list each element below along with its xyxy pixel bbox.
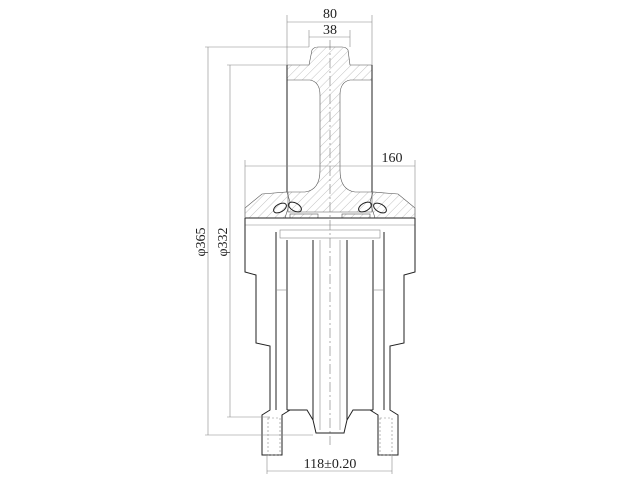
dim-outer-diameter: φ365 xyxy=(194,227,209,256)
dim-hub-width: 160 xyxy=(382,151,403,166)
wheel-body xyxy=(244,217,416,456)
hub-flange-left xyxy=(244,191,291,219)
hub-flange-right xyxy=(369,191,416,219)
dim-tread-diameter: φ332 xyxy=(216,227,231,256)
dimension-lines xyxy=(205,15,416,474)
rail-section xyxy=(286,46,373,213)
dim-bolt-spacing: 118±0.20 xyxy=(304,457,357,472)
dim-rail-head-width: 38 xyxy=(323,23,337,38)
dim-rail-width: 80 xyxy=(323,7,337,22)
